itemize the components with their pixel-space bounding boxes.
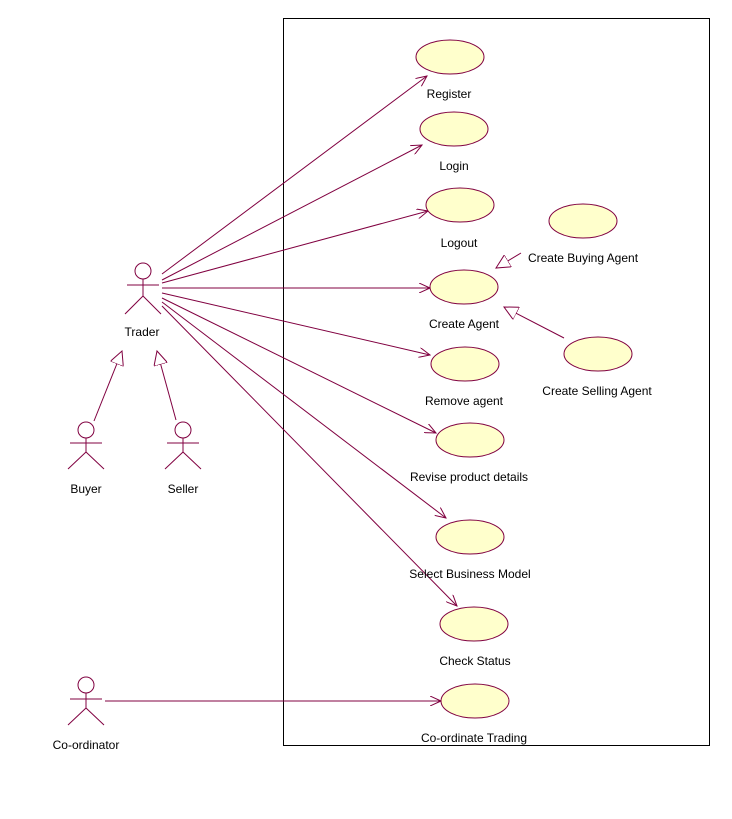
assoc-trader-logout xyxy=(161,211,428,284)
generalization-buying-agent xyxy=(496,252,522,268)
usecase-create-buying-agent xyxy=(548,203,618,239)
label-coordinator: Co-ordinator xyxy=(53,738,120,752)
assoc-trader-check-status xyxy=(161,305,457,606)
label-create-buying-agent: Create Buying Agent xyxy=(528,251,639,265)
label-select-model: Select Business Model xyxy=(409,567,530,581)
actor-coordinator-icon xyxy=(67,676,105,726)
actor-buyer-icon xyxy=(67,421,105,470)
label-register: Register xyxy=(427,87,472,101)
label-buyer: Buyer xyxy=(70,482,101,496)
usecase-login xyxy=(419,111,489,147)
assoc-trader-remove-agent xyxy=(161,292,430,355)
assoc-trader-register xyxy=(161,76,427,275)
usecase-check-status xyxy=(439,606,509,642)
usecase-register xyxy=(415,39,485,75)
label-trader: Trader xyxy=(125,325,160,339)
label-login: Login xyxy=(439,159,468,173)
usecase-remove-agent xyxy=(430,346,500,382)
label-coordinate-trading: Co-ordinate Trading xyxy=(421,731,527,745)
assoc-trader-select-model xyxy=(161,301,446,518)
usecase-select-model xyxy=(435,519,505,555)
usecase-coordinate-trading xyxy=(440,683,510,719)
assoc-trader-revise-product xyxy=(161,297,436,433)
label-remove-agent: Remove agent xyxy=(425,394,504,408)
generalization-buyer-trader xyxy=(93,351,122,422)
generalization-seller-trader xyxy=(157,351,177,421)
usecase-create-selling-agent xyxy=(563,336,633,372)
usecase-revise-product xyxy=(435,422,505,458)
actor-trader-icon xyxy=(124,262,162,315)
label-create-agent: Create Agent xyxy=(429,317,500,331)
label-logout: Logout xyxy=(441,236,478,250)
usecase-logout xyxy=(425,187,495,223)
usecase-create-agent xyxy=(429,269,499,305)
system-boundary xyxy=(283,18,710,746)
label-check-status: Check Status xyxy=(439,654,510,668)
label-create-selling-agent: Create Selling Agent xyxy=(542,384,652,398)
generalization-selling-agent xyxy=(504,307,565,339)
label-seller: Seller xyxy=(168,482,199,496)
label-revise-product: Revise product details xyxy=(410,470,528,484)
actor-seller-icon xyxy=(164,421,202,470)
assoc-trader-login xyxy=(161,145,422,281)
